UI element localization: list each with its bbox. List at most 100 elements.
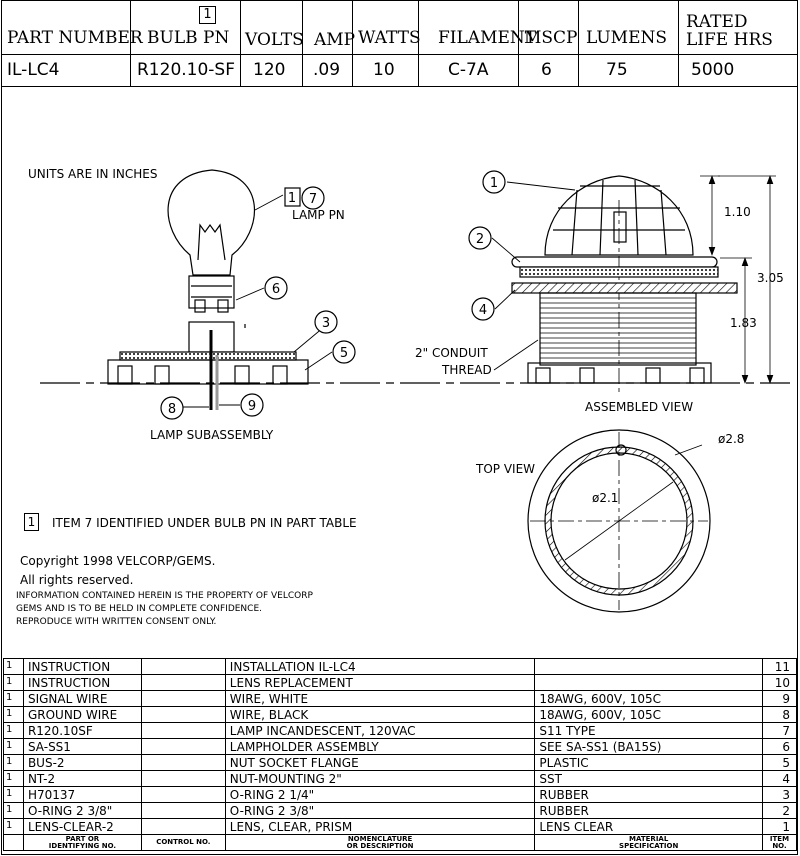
header-lumens: LUMENS bbox=[586, 28, 668, 48]
footer-mat-2: SPECIFICATION bbox=[619, 841, 679, 850]
assembled-view-drawing bbox=[511, 175, 776, 384]
units-label: UNITS ARE IN INCHES bbox=[28, 167, 158, 181]
balloons bbox=[160, 170, 506, 420]
balloon-8: 8 bbox=[168, 402, 176, 417]
top-view-label: TOP VIEW bbox=[476, 462, 536, 476]
lamp-base bbox=[188, 275, 235, 309]
header-volts: VOLTS bbox=[245, 30, 304, 50]
footer-item-2: NO. bbox=[772, 841, 787, 850]
conduit-thread bbox=[539, 292, 697, 366]
bom-cell-mat: S11 TYPE bbox=[534, 722, 763, 739]
footer-control: CONTROL NO. bbox=[140, 834, 226, 851]
bom-cell-control bbox=[140, 738, 226, 755]
bom-cell-qty: 1 bbox=[3, 818, 24, 835]
bom-cell-qty: 1 bbox=[3, 674, 24, 691]
lamp-subassembly-label: LAMP SUBASSEMBLY bbox=[150, 428, 274, 442]
bom-cell-qty: 1 bbox=[3, 802, 24, 819]
bom-cell-mat: RUBBER bbox=[534, 786, 763, 803]
value-volts: 120 bbox=[253, 60, 286, 80]
bom-cell-qty: 1 bbox=[3, 722, 24, 739]
header-bulb-pn: BULB PN bbox=[147, 28, 230, 48]
bom-cell-qty: 1 bbox=[3, 738, 24, 755]
copyright-line-2: All rights reserved. bbox=[20, 573, 134, 587]
bom-cell-item: 5 bbox=[761, 754, 798, 771]
bom-cell-item: 6 bbox=[761, 738, 798, 755]
bom-cell-qty: 1 bbox=[3, 706, 24, 723]
confidential-line-3: REPRODUCE WITH WRITTEN CONSENT ONLY. bbox=[16, 617, 217, 627]
bom-cell-desc: INSTALLATION IL-LC4 bbox=[224, 658, 536, 675]
col-watts bbox=[353, 0, 419, 86]
bom-cell-mat: PLASTIC bbox=[534, 754, 763, 771]
value-watts: 10 bbox=[373, 60, 395, 80]
bom-cell-mat: RUBBER bbox=[534, 802, 763, 819]
col-filament bbox=[419, 0, 519, 86]
header-part-number: PART NUMBER bbox=[7, 28, 143, 48]
bom-cell-mat: 18AWG, 600V, 105C bbox=[534, 690, 763, 707]
confidential-line-1: INFORMATION CONTAINED HEREIN IS THE PROP… bbox=[16, 591, 313, 601]
col-bulb-pn bbox=[131, 0, 241, 86]
header-divider bbox=[1, 54, 798, 55]
bom-cell-part: BUS-2 bbox=[22, 754, 142, 771]
top-view-drawing bbox=[527, 429, 711, 613]
mounting-nut-4 bbox=[511, 282, 738, 294]
bom-cell-control bbox=[140, 754, 226, 771]
col-part-number bbox=[1, 0, 131, 86]
value-lumens: 75 bbox=[606, 60, 628, 80]
lamp-pn-box bbox=[284, 187, 301, 207]
value-amp: .09 bbox=[313, 60, 341, 80]
bom-cell-mat: LENS CLEAR bbox=[534, 818, 763, 835]
bom-cell-part: LENS-CLEAR-2 bbox=[22, 818, 142, 835]
bom-cell-control bbox=[140, 722, 226, 739]
bom-cell-part: SA-SS1 bbox=[22, 738, 142, 755]
bom-cell-desc: WIRE, BLACK bbox=[224, 706, 536, 723]
col-volts bbox=[241, 0, 303, 86]
leader-lines bbox=[183, 181, 576, 408]
confidential-line-2: GEMS AND IS TO BE HELD IN COMPLETE CONFI… bbox=[16, 604, 262, 614]
dim-3-05: 3.05 bbox=[757, 271, 784, 285]
balloon-1: 1 bbox=[490, 176, 498, 191]
bom-cell-mat bbox=[534, 674, 763, 691]
dim-1-83: 1.83 bbox=[730, 316, 757, 330]
conduit-label: 2" CONDUIT bbox=[415, 346, 488, 360]
dim-dia-2-8: ø2.8 bbox=[718, 432, 745, 446]
bom-cell-desc: LAMPHOLDER ASSEMBLY bbox=[224, 738, 536, 755]
balloon-4: 4 bbox=[479, 303, 487, 318]
header-rated: RATED bbox=[686, 12, 748, 32]
bom-cell-desc: LENS, CLEAR, PRISM bbox=[224, 818, 536, 835]
dim-1-10: 1.10 bbox=[724, 205, 751, 219]
bom-cell-desc: LENS REPLACEMENT bbox=[224, 674, 536, 691]
o-ring-3 bbox=[119, 351, 297, 361]
balloon-9: 9 bbox=[248, 399, 256, 414]
lamp-bulb-drawing bbox=[107, 169, 309, 410]
value-bulb-pn: R120.10-SF bbox=[137, 60, 235, 80]
bulb-note-box: 1 bbox=[199, 6, 216, 24]
o-ring-2 bbox=[511, 256, 718, 268]
footer-desc-1: NOMENCLATURE bbox=[347, 834, 413, 843]
bom-cell-desc: LAMP INCANDESCENT, 120VAC bbox=[224, 722, 536, 739]
bom-cell-control bbox=[140, 802, 226, 819]
footer-part-2: IDENTIFYING NO. bbox=[48, 841, 117, 850]
value-filament: C-7A bbox=[448, 60, 489, 80]
bom-cell-part: O-RING 2 3/8" bbox=[22, 802, 142, 819]
bom-cell-desc: NUT SOCKET FLANGE bbox=[224, 754, 536, 771]
bom-cell-mat: SEE SA-SS1 (BA15S) bbox=[534, 738, 763, 755]
bom-cell-part: H70137 bbox=[22, 786, 142, 803]
spec-header-table: PART NUMBER BULB PN 1 VOLTS AMP WATTS FI… bbox=[1, 0, 798, 87]
value-part-number: IL-LC4 bbox=[7, 60, 60, 80]
header-watts: WATTS bbox=[358, 28, 421, 48]
bom-cell-item: 7 bbox=[761, 722, 798, 739]
bom-cell-control bbox=[140, 674, 226, 691]
footer-part-1: PART OR bbox=[65, 834, 100, 843]
footer-mat-1: MATERIAL bbox=[629, 834, 669, 843]
header-mscp: MSCP bbox=[524, 28, 578, 48]
